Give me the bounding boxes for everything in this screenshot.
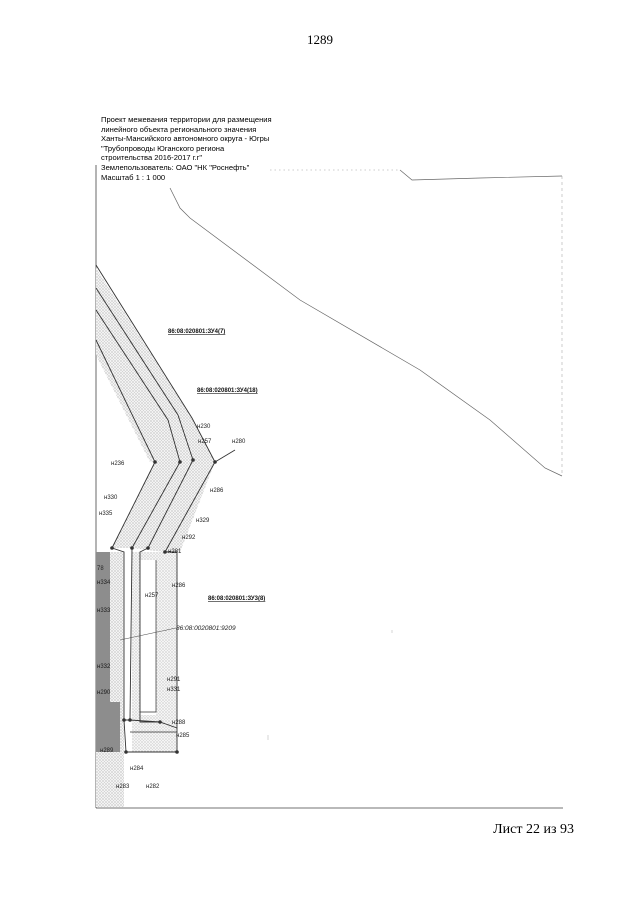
point-label: н284	[130, 766, 144, 772]
corridor-line	[95, 309, 181, 463]
point-label: н291	[167, 677, 181, 683]
point-label: н288	[172, 720, 186, 726]
corridor-line	[131, 461, 181, 549]
parcel-label: 86:08:020801:ЗУ3(8)	[208, 596, 265, 602]
cadastral-number: 86:08:0020801:9209	[176, 625, 236, 632]
point-label: н280	[232, 439, 246, 445]
title-line: Ханты-Мансийского автономного округа - Ю…	[101, 134, 270, 144]
page-number: 1289	[307, 32, 333, 47]
point-label: н330	[104, 495, 118, 501]
point-label: н335	[99, 511, 113, 517]
parcel-line	[139, 547, 160, 723]
parcel-line	[140, 560, 157, 713]
vertices	[110, 458, 217, 754]
parcel-line	[126, 551, 178, 753]
dense-parcel	[96, 552, 110, 702]
title-line: Проект межевания территории для размещен…	[101, 115, 272, 124]
title-line: строительства 2016-2017 г.г"	[101, 153, 203, 163]
corridor-line	[214, 449, 236, 463]
title-line: линейного объекта регионального значения	[101, 124, 257, 134]
title-block: Проект межевания территории для размещен…	[101, 115, 272, 182]
point-label: н282	[146, 784, 160, 790]
parcel-label: 86:08:020801:ЗУ4(7)	[168, 329, 225, 335]
point-label: н333	[97, 608, 111, 614]
point-label: н257	[145, 593, 159, 599]
corridor-line	[111, 461, 156, 549]
point-label: 78	[97, 566, 104, 572]
parcel-label: 86:08:020801:ЗУ4(18)	[197, 388, 258, 394]
point-label: н283	[116, 784, 130, 790]
point-label: н292	[182, 535, 196, 541]
scatter-ticks	[267, 630, 393, 740]
corridor-line	[95, 339, 156, 463]
corridor-line	[164, 461, 216, 553]
top-boundary	[399, 169, 563, 181]
parcel-line	[124, 719, 178, 729]
corridor-line	[95, 264, 216, 463]
point-label: н230	[197, 424, 211, 430]
corridor-line	[95, 287, 194, 461]
point-label: н236	[111, 461, 125, 467]
diagonal-boundary	[169, 187, 563, 477]
point-label: н289	[100, 748, 114, 754]
point-label: н331	[167, 687, 181, 693]
point-label: н286	[172, 583, 186, 589]
point-label: н286	[210, 488, 224, 494]
corridor-lower-hatch	[112, 462, 215, 552]
sheet-number: Лист 22 из 93	[493, 822, 574, 837]
point-label: н329	[196, 518, 210, 524]
title-line: "Трубопроводы Юганского региона	[101, 143, 225, 153]
corridor-line	[147, 459, 194, 549]
point-label: н332	[97, 664, 111, 670]
corridor-upper-hatch	[96, 268, 215, 470]
point-label: н257	[198, 439, 212, 445]
inner-white-strip	[140, 560, 156, 715]
cadastral-leader	[119, 627, 177, 641]
parcel-line	[111, 547, 127, 753]
point-label: н281	[168, 549, 182, 555]
point-label: н290	[97, 690, 111, 696]
point-label: н334	[97, 580, 111, 586]
parcel-line	[129, 547, 133, 721]
map-scale: Масштаб 1 : 1 000	[101, 172, 166, 182]
title-line: Землепользователь: ОАО "НК "Роснефть"	[101, 162, 250, 172]
dense-parcel-lower	[96, 702, 120, 752]
point-label: н285	[176, 733, 190, 739]
